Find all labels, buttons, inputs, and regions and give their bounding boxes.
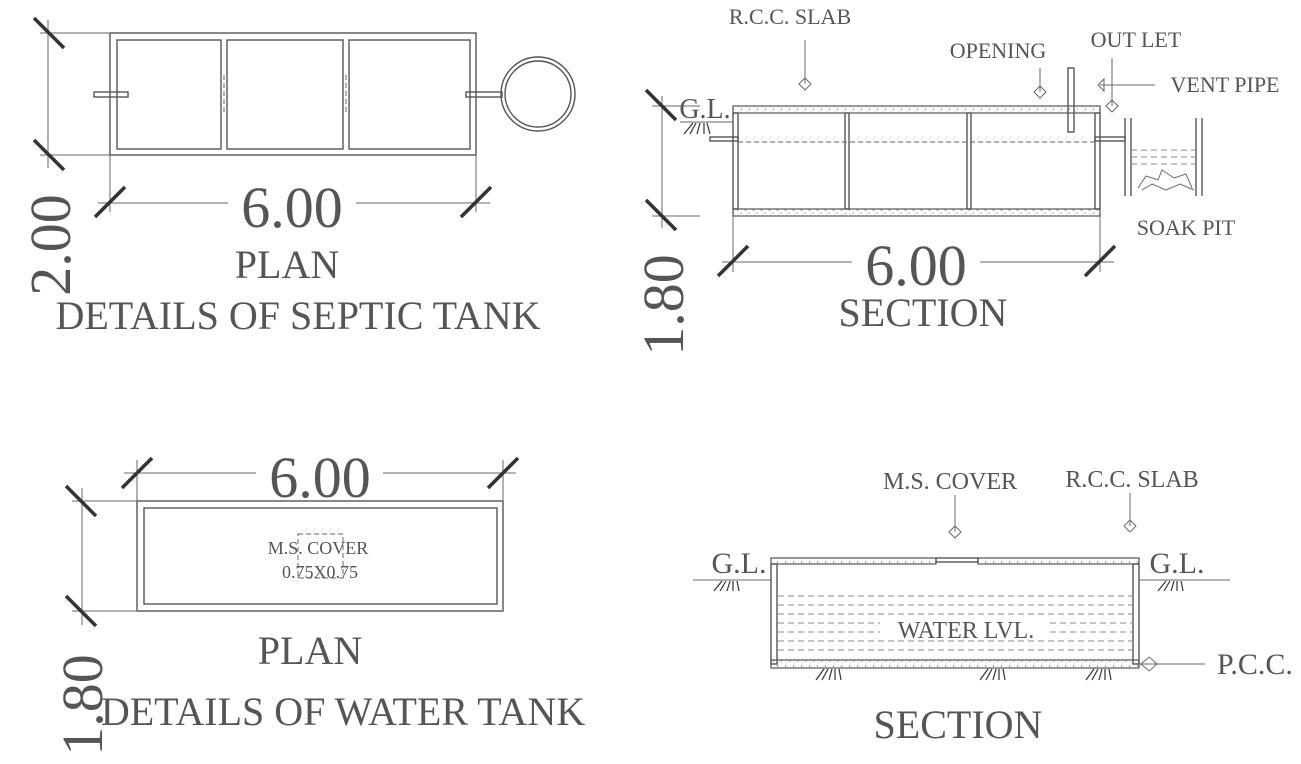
soak-pit-label: SOAK PIT bbox=[1137, 215, 1236, 240]
ms-cover-opening bbox=[297, 533, 344, 579]
dim-tick bbox=[459, 185, 493, 219]
septic-tank-plan: 2.00 6.00 PLAN DETAILS OF SEPTIC TANK bbox=[18, 16, 576, 338]
water-plan-length-dim: 6.00 bbox=[269, 445, 371, 510]
dim-tick bbox=[64, 484, 98, 518]
vent-pipe bbox=[1067, 67, 1075, 133]
vent-pipe-label: VENT PIPE bbox=[1171, 72, 1280, 97]
water-plan-outer-wall bbox=[136, 500, 504, 612]
septic-plan-chamber-1 bbox=[116, 39, 222, 150]
dim-tick bbox=[644, 88, 678, 122]
dim-tick bbox=[32, 16, 66, 50]
water-plan-caption: PLAN bbox=[258, 628, 362, 673]
dim-tick bbox=[644, 198, 678, 232]
baffle-wall bbox=[966, 112, 972, 210]
septic-section-length-dim: 6.00 bbox=[865, 233, 967, 298]
dim-tick bbox=[486, 456, 520, 490]
ground-level-hatch bbox=[680, 121, 733, 135]
water-rcc-slab-left bbox=[770, 557, 937, 565]
soak-pit bbox=[1124, 118, 1203, 196]
dim-tick bbox=[32, 138, 66, 172]
dim-tick bbox=[1083, 244, 1117, 278]
water-body bbox=[778, 595, 1132, 651]
water-plan-inner-wall bbox=[143, 507, 498, 605]
outlet-label: OUT LET bbox=[1091, 27, 1182, 52]
water-rcc-slab-label: R.C.C. SLAB bbox=[1065, 467, 1198, 493]
water-plan-width-dim: 1.80 bbox=[50, 654, 115, 756]
septic-plan-outer-wall bbox=[109, 32, 477, 156]
rcc-slab-label: R.C.C. SLAB bbox=[729, 4, 851, 29]
water-tank-section: M.S. COVER R.C.C. SLAB G.L. G.L. WATER L… bbox=[693, 467, 1293, 747]
rcc-slab bbox=[732, 105, 1101, 114]
water-ms-cover-label: M.S. COVER bbox=[883, 469, 1017, 495]
water-tank-title: DETAILS OF WATER TANK bbox=[101, 689, 585, 734]
water-rcc-slab-right bbox=[977, 557, 1140, 565]
septic-tank-section: 1.80 6.00 R.C.C. SLAB OPENING OUT LET VE… bbox=[631, 4, 1280, 356]
cover-size-label: 0.75X0.75 bbox=[282, 562, 358, 582]
soak-pit-plan-inner bbox=[504, 60, 572, 128]
septic-plan-caption: PLAN bbox=[235, 242, 339, 287]
ground-level-label: G.L. bbox=[679, 94, 730, 125]
ground-hatch bbox=[713, 580, 1184, 681]
water-section-caption: SECTION bbox=[874, 702, 1043, 747]
pcc-label: P.C.C. bbox=[1217, 648, 1293, 681]
pcc-base bbox=[770, 659, 1140, 669]
septic-plan-length-dim: 6.00 bbox=[241, 175, 343, 240]
dim-tick bbox=[64, 594, 98, 628]
dim-tick bbox=[120, 456, 154, 490]
gl-left-label: G.L. bbox=[712, 547, 767, 580]
ms-cover bbox=[935, 557, 979, 563]
dim-tick bbox=[716, 244, 750, 278]
baffle-wall bbox=[844, 112, 850, 210]
outlet-pipe bbox=[465, 91, 503, 98]
septic-section-caption: SECTION bbox=[839, 290, 1008, 335]
soak-pit-plan-outer bbox=[500, 56, 576, 132]
gl-right-label: G.L. bbox=[1150, 547, 1205, 580]
septic-tank-title: DETAILS OF SEPTIC TANK bbox=[55, 293, 540, 338]
opening-label: OPENING bbox=[950, 38, 1047, 63]
water-tank-plan: M.S. COVER 0.75X0.75 6.00 1.80 PLAN DETA… bbox=[50, 445, 585, 756]
base-slab bbox=[732, 208, 1101, 217]
inlet-pipe bbox=[93, 91, 129, 98]
ms-cover-plan-label: M.S. COVER bbox=[268, 538, 369, 558]
water-level-label: WATER LVL. bbox=[898, 618, 1034, 644]
septic-plan-width-dim: 2.00 bbox=[18, 194, 83, 296]
septic-section-depth-dim: 1.80 bbox=[631, 254, 696, 356]
septic-plan-chamber-3 bbox=[348, 39, 471, 150]
dim-tick bbox=[93, 185, 127, 219]
septic-plan-chamber-2 bbox=[226, 39, 344, 150]
